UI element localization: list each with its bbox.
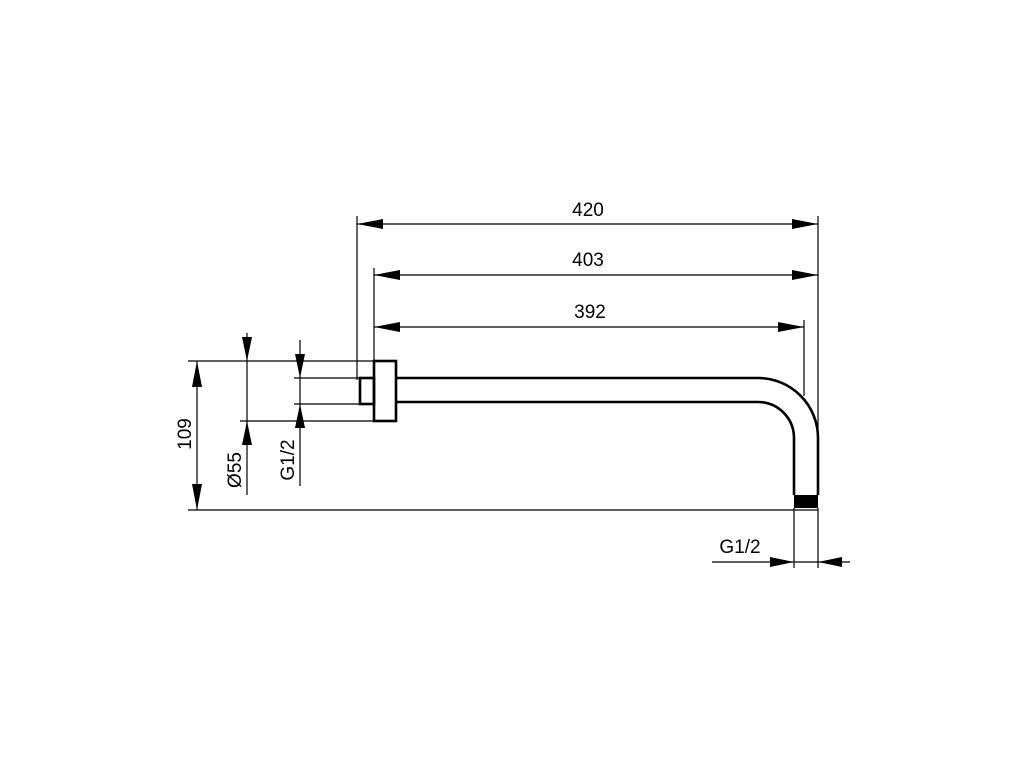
arrowhead <box>792 219 818 229</box>
arrowhead <box>242 337 252 361</box>
arrowhead <box>192 484 202 510</box>
dimension-dia55: Ø55 <box>225 333 374 495</box>
arrowhead <box>242 421 252 445</box>
arrowhead <box>357 219 383 229</box>
arrowhead <box>374 322 400 332</box>
dimension-392: 392 <box>374 302 805 396</box>
arrowhead <box>778 322 804 332</box>
arrowhead <box>770 557 794 567</box>
shower-arm-body <box>358 359 820 508</box>
dimension-label-109: 109 <box>175 418 196 450</box>
dimension-403: 403 <box>373 250 818 362</box>
dimension-label-outlet-thread: G1/2 <box>719 537 760 558</box>
arrowhead <box>192 361 202 387</box>
dimension-label-dia55: Ø55 <box>225 452 246 488</box>
wall-flange <box>372 359 398 423</box>
dimension-420: 420 <box>356 200 819 438</box>
dimension-label-403: 403 <box>572 250 604 271</box>
dimension-label-wall-thread: G1/2 <box>278 439 299 480</box>
arm-tube-inner <box>396 400 796 495</box>
arm-tube-outer <box>396 376 820 495</box>
arrowhead <box>295 354 305 378</box>
arrowhead <box>374 270 400 280</box>
wall-thread-stub <box>358 376 376 406</box>
dimension-label-392: 392 <box>574 302 606 323</box>
dimension-109: 109 <box>175 360 818 511</box>
dimension-outlet-thread: G1/2 <box>712 508 850 568</box>
outlet-thread <box>794 495 818 508</box>
arrowhead <box>295 404 305 428</box>
dimension-label-420: 420 <box>572 200 604 221</box>
arrowhead <box>818 557 842 567</box>
arrowhead <box>792 270 818 280</box>
dimension-wall-thread: G1/2 <box>278 340 362 486</box>
